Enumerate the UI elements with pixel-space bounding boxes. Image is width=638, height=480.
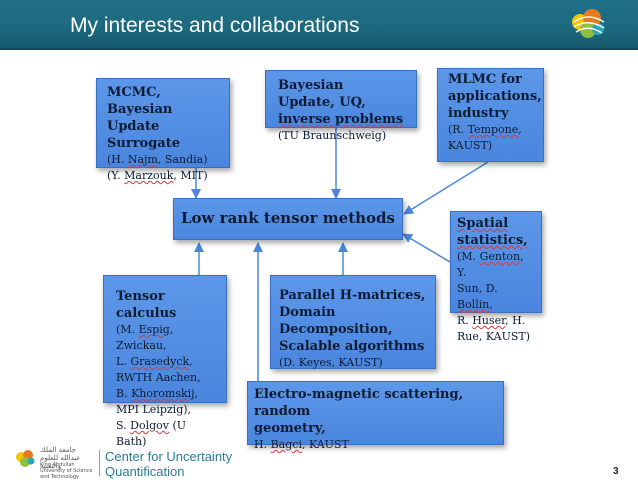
box-bayesian-update: Bayesian Update, UQ, inverse problems (T… xyxy=(265,70,417,142)
tensor-collab5: MPI Leipzig), xyxy=(116,403,192,416)
tensor-collab4: B. Khoromskij, xyxy=(116,387,199,400)
header-divider xyxy=(0,48,638,50)
spatial-collab3: R. Huser, H. xyxy=(457,314,526,327)
box-tensor-calculus: Tensor calculus (M. Espig, Zwickau, L. G… xyxy=(103,275,227,448)
mcmc-line2: Bayesian Update xyxy=(107,102,173,134)
box-mcmc: MCMC, Bayesian Update Surrogate (H. Najm… xyxy=(96,78,230,182)
mcmc-line3: Surrogate xyxy=(107,136,180,151)
kaust-arabic-name: جامعة الملك عبدالله للعلوم والتقنية xyxy=(40,446,81,470)
box-spatial-statistics: Spatial statistics, (M. Genton, Y. Sun, … xyxy=(450,211,542,343)
electro-collab: H. Bagci, KAUST xyxy=(254,438,349,451)
footer-divider xyxy=(99,450,100,476)
tensor-line1: Tensor calculus xyxy=(116,289,177,321)
bayes-collab: (TU Braunschweig) xyxy=(278,129,387,142)
tensor-collab2: L. Grasedyck, xyxy=(116,355,193,368)
slide-header xyxy=(0,0,638,48)
bayes-line1: Bayesian Update, UQ, xyxy=(278,78,366,110)
spatial-collab1: (M. Genton, Y. xyxy=(457,250,524,279)
center-node-low-rank-tensor: Low rank tensor methods xyxy=(173,198,403,240)
electro-line2: geometry, xyxy=(254,421,326,436)
spatial-collab4: Rue, KAUST) xyxy=(457,330,531,343)
tensor-collab6: S. Dolgov (U Bath) xyxy=(116,419,187,448)
page-number: 3 xyxy=(613,466,619,477)
box-electro-magnetic: Electro-magnetic scattering, random geom… xyxy=(247,381,504,451)
slide-title: My interests and collaborations xyxy=(70,14,360,37)
kaust-logo-icon xyxy=(572,9,605,38)
parallel-line2: Domain Decomposition, xyxy=(279,305,393,337)
tensor-collab3: RWTH Aachen, xyxy=(116,371,201,384)
center-name: Center for Uncertainty Quantification xyxy=(105,449,232,479)
electro-line1: Electro-magnetic scattering, random xyxy=(254,387,464,419)
spatial-line2: statistics, xyxy=(457,233,528,248)
center-name-line2: Quantification xyxy=(105,464,185,479)
arrow-mlmc xyxy=(403,161,489,215)
mcmc-line1: MCMC, xyxy=(107,85,161,100)
mcmc-collab2: (Y. Marzouk, MIT) xyxy=(107,169,208,182)
bayes-line2: inverse problems xyxy=(278,112,404,127)
center-name-line1: Center for Uncertainty xyxy=(105,449,233,464)
parallel-line1: Parallel H-matrices, xyxy=(279,288,426,303)
tensor-collab1: (M. Espig, Zwickau, xyxy=(116,323,174,352)
mlmc-collab1: (R. Tempone, xyxy=(448,123,522,136)
box-mlmc: MLMC for applications, industry (R. Temp… xyxy=(437,68,544,162)
box-parallel-h-matrices: Parallel H-matrices, Domain Decompositio… xyxy=(270,275,436,369)
arrow-spatial xyxy=(402,233,451,263)
mlmc-collab2: KAUST) xyxy=(448,139,493,152)
kaust-footer-logo-icon xyxy=(16,450,35,467)
mlmc-line1: MLMC for xyxy=(448,72,522,87)
parallel-collab: (D. Keyes, KAUST) xyxy=(279,356,383,369)
mcmc-collab1: (H. Najm, Sandia) xyxy=(107,153,208,166)
kaust-english-name: King Abdullah University of Science and … xyxy=(40,462,93,480)
spatial-collab2: Sun, D. Bollin, xyxy=(457,282,498,311)
mlmc-line3: industry xyxy=(448,106,509,121)
parallel-line3: Scalable algorithms xyxy=(279,339,425,354)
spatial-line1: Spatial xyxy=(457,216,509,231)
mlmc-line2: applications, xyxy=(448,89,542,104)
